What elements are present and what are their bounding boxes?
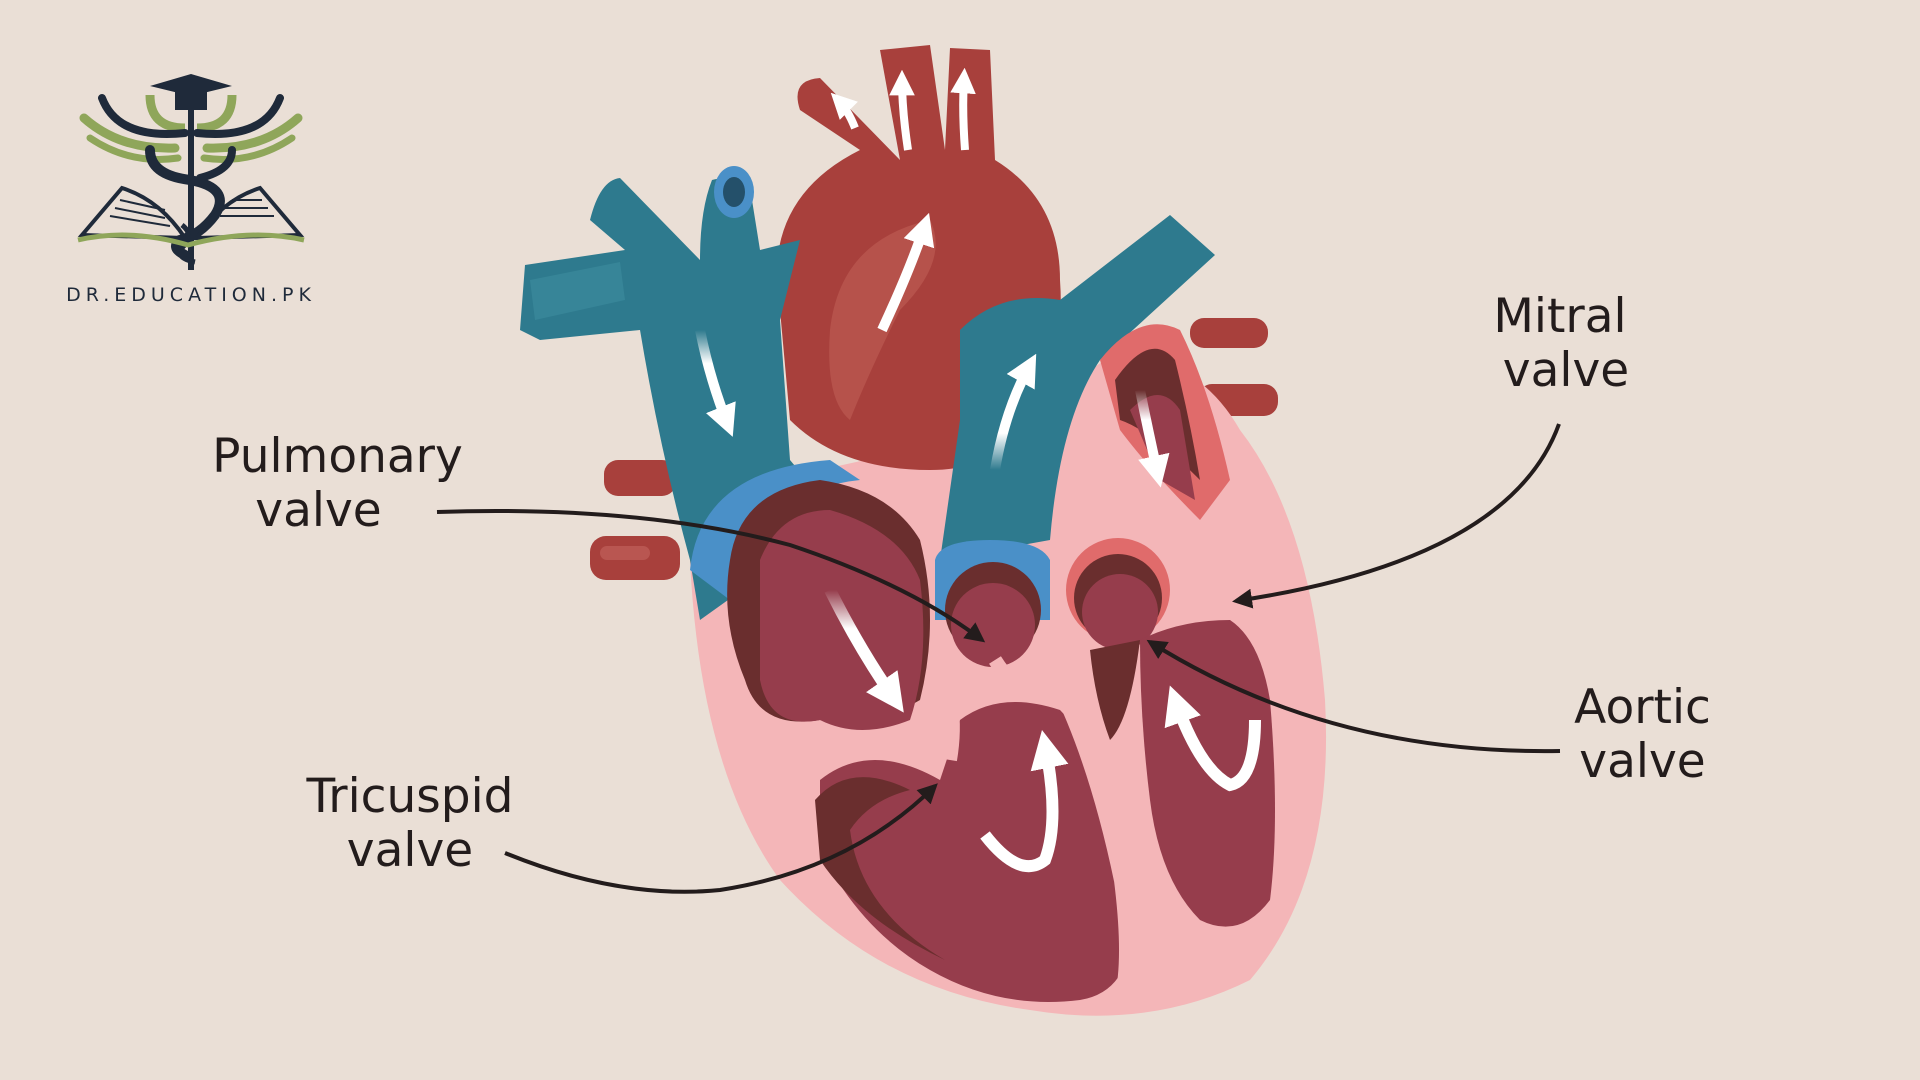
label-aortic-valve: Aortic valve — [1560, 681, 1725, 789]
aortic-valve-pointer — [1146, 639, 1561, 754]
logo-icon — [77, 74, 305, 270]
label-line-2: valve — [1502, 343, 1630, 398]
logo-text: DR.EDUCATION.PK — [66, 284, 316, 306]
label-line-1: Aortic — [1574, 680, 1711, 735]
label-mitral-valve: Mitral valve — [1480, 290, 1640, 398]
label-tricuspid-valve: Tricuspid valve — [290, 770, 530, 878]
label-line-1: Pulmonary — [212, 429, 463, 484]
label-line-2: valve — [346, 823, 474, 878]
label-line-1: Mitral — [1493, 289, 1627, 344]
label-line-1: Tricuspid — [306, 769, 514, 824]
callout-lines — [436, 423, 1561, 894]
pulmonary-valve-pointer — [436, 508, 986, 643]
mitral-valve-pointer — [1232, 423, 1561, 609]
tricuspid-valve-pointer — [504, 783, 938, 894]
heart-illustration — [520, 45, 1327, 1016]
label-line-2: valve — [1579, 734, 1706, 789]
label-pulmonary-valve: Pulmonary valve — [200, 430, 475, 538]
label-line-2: valve — [255, 483, 382, 538]
